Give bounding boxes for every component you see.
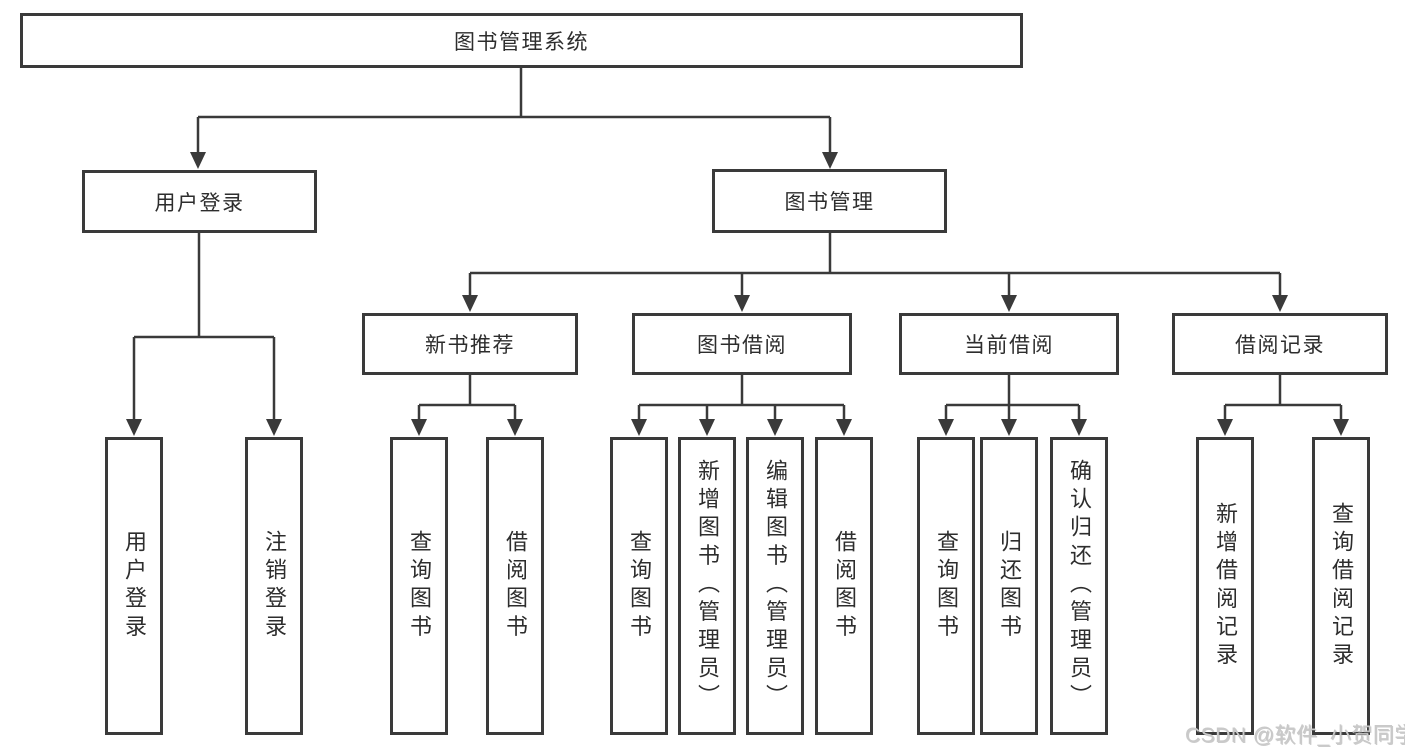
node-borrow-edit-books-admin-label: 编辑图书（管理员）: [763, 459, 788, 713]
node-user-login: 用户登录: [82, 170, 317, 233]
node-current-return-books: 归还图书: [980, 437, 1038, 735]
connector-lines: [132, 68, 1343, 426]
node-borrowing-records-label: 借阅记录: [1235, 334, 1325, 357]
node-borrow-query-books: 查询图书: [610, 437, 668, 735]
node-user-login-leaf-label: 用户登录: [122, 529, 147, 643]
node-current-borrowing-label: 当前借阅: [964, 334, 1054, 357]
node-borrow-edit-books-admin: 编辑图书（管理员）: [746, 437, 804, 735]
node-logout-leaf: 注销登录: [245, 437, 303, 735]
node-borrow-borrow-books-label: 借阅图书: [832, 529, 857, 643]
node-book-borrowing-label: 图书借阅: [697, 334, 787, 357]
node-current-confirm-return-admin-label: 确认归还（管理员）: [1067, 459, 1092, 713]
node-current-query-books-label: 查询图书: [934, 529, 959, 643]
node-recommend-query-books-label: 查询图书: [407, 529, 432, 643]
node-current-return-books-label: 归还图书: [997, 529, 1022, 643]
node-records-query-record-label: 查询借阅记录: [1329, 501, 1354, 671]
node-logout-leaf-label: 注销登录: [262, 529, 287, 643]
node-records-query-record: 查询借阅记录: [1312, 437, 1370, 735]
node-current-confirm-return-admin: 确认归还（管理员）: [1050, 437, 1108, 735]
node-recommend-borrow-books-label: 借阅图书: [503, 529, 528, 643]
node-records-add-record-label: 新增借阅记录: [1213, 501, 1238, 671]
node-borrowing-records: 借阅记录: [1172, 313, 1388, 375]
node-borrow-add-books-admin-label: 新增图书（管理员）: [695, 459, 720, 713]
node-recommend-query-books: 查询图书: [390, 437, 448, 735]
node-root-label: 图书管理系统: [454, 30, 589, 54]
node-user-login-label: 用户登录: [154, 191, 245, 215]
node-records-add-record: 新增借阅记录: [1196, 437, 1254, 735]
node-recommend-borrow-books: 借阅图书: [486, 437, 544, 735]
node-borrow-add-books-admin: 新增图书（管理员）: [678, 437, 736, 735]
node-borrow-query-books-label: 查询图书: [627, 529, 652, 643]
node-book-management: 图书管理: [712, 169, 947, 233]
node-book-borrowing: 图书借阅: [632, 313, 852, 375]
node-borrow-borrow-books: 借阅图书: [815, 437, 873, 735]
node-current-borrowing: 当前借阅: [899, 313, 1119, 375]
watermark: CSDN @软件_小贺同学: [1185, 724, 1405, 747]
node-new-book-recommendation: 新书推荐: [362, 313, 578, 375]
node-current-query-books: 查询图书: [917, 437, 975, 735]
node-root: 图书管理系统: [20, 13, 1023, 68]
node-user-login-leaf: 用户登录: [105, 437, 163, 735]
node-book-management-label: 图书管理: [784, 191, 875, 214]
node-new-book-recommendation-label: 新书推荐: [425, 334, 515, 357]
